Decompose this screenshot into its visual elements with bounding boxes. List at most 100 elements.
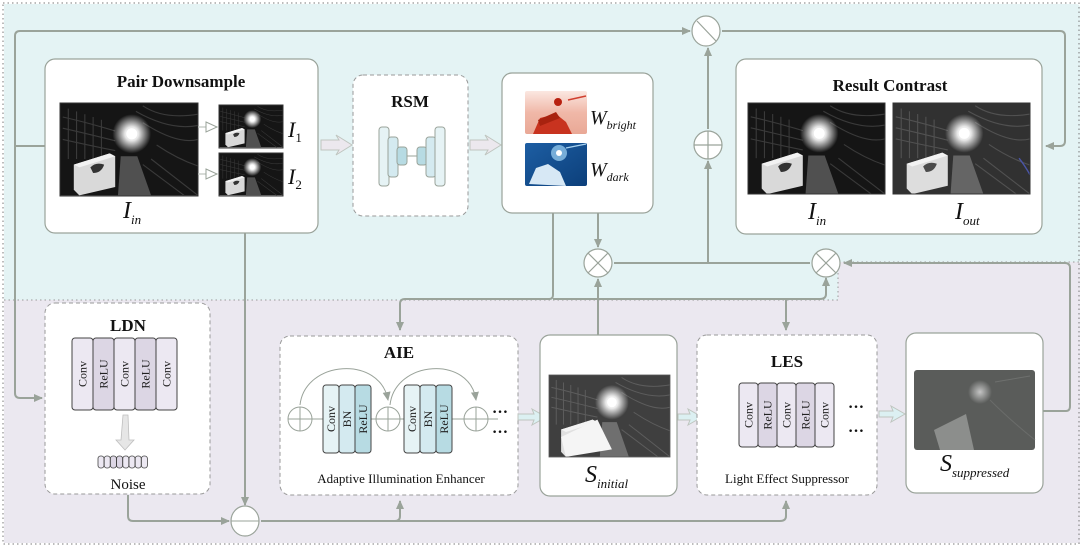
layer-conv (814, 382, 835, 448)
operator-nodes (230, 15, 841, 537)
layer-label: ReLU (97, 359, 111, 389)
result-output-image (892, 102, 1031, 195)
layer-conv (155, 337, 178, 411)
arrow-sinitial-to-les (677, 407, 704, 427)
layer-label: BN (340, 410, 354, 427)
aie-ellipsis-1: … (492, 400, 508, 417)
arrow-les-to-ssuppressed (878, 404, 907, 424)
weights-box: Wbright Wdark (501, 72, 654, 214)
rsm-box: RSM (352, 74, 469, 217)
result-iin-label: Iin (807, 199, 826, 228)
layer-label: BN (421, 410, 435, 427)
noise-cell (110, 455, 117, 469)
noise-label: Noise (111, 477, 146, 493)
ldn-title: LDN (110, 316, 147, 335)
result-contrast-title: Result Contrast (833, 76, 948, 95)
layer-label: Conv (160, 361, 174, 387)
s-initial-box: Sinitial (539, 334, 678, 497)
aie-skip-2 (389, 368, 479, 406)
arrow-pd-to-rsm (320, 134, 353, 156)
aie-skip-1 (299, 368, 391, 406)
aie-caption: Adaptive Illumination Enhancer (317, 471, 485, 486)
layer-label: ReLU (356, 404, 370, 434)
s-suppressed-box: Ssuppressed (905, 332, 1044, 494)
line-wbright-down (396, 213, 554, 331)
i1-label: I1 (287, 117, 302, 145)
ldn-box: LDN Conv ReLU Conv ReLU Conv Noise (44, 302, 211, 495)
unet-icon (378, 126, 446, 187)
line-ssupp-to-mult2 (843, 259, 1071, 412)
aie-add-node-3 (463, 406, 489, 432)
iin-label: Iin (122, 198, 141, 227)
line-input-to-ldn (14, 146, 43, 402)
arrow-aie-to-sinitial (517, 407, 548, 427)
noise-cell (140, 455, 148, 469)
layer-label: Conv (742, 402, 756, 428)
w-bright-map (525, 91, 587, 134)
line-bus (553, 277, 830, 300)
layer-label: ReLU (139, 359, 153, 389)
line-input-to-divide (14, 27, 691, 146)
les-ellipsis-1: … (848, 395, 864, 412)
pair-downsample-box: Pair Downsample I1 I2 Iin (44, 58, 319, 234)
add-node (693, 130, 723, 160)
downsample-image-2 (218, 152, 284, 196)
layer-label: Conv (818, 402, 832, 428)
w-dark-label: Wdark (590, 159, 629, 184)
line-concat-to-les (395, 500, 790, 522)
ldn-down-arrow (115, 414, 135, 451)
layer-relu (354, 384, 372, 454)
noise-cell (97, 455, 105, 469)
concat-node (230, 505, 260, 537)
input-image (59, 102, 199, 197)
noise-cell (103, 455, 111, 469)
line-noise-to-concat (127, 495, 230, 525)
aie-ellipsis-2: … (492, 420, 508, 437)
noise-vector (97, 455, 148, 469)
divide-node (691, 15, 721, 47)
aie-add-node-2 (375, 406, 401, 432)
result-iout-label: Iout (954, 199, 980, 228)
result-contrast-box: Result Contrast Iin Iout (735, 58, 1043, 235)
line-divide-to-result (722, 30, 1066, 150)
layer-label: ReLU (799, 400, 813, 430)
w-dark-map (525, 143, 587, 186)
s-suppressed-label: Ssuppressed (940, 451, 1010, 480)
aie-add-node-1 (287, 406, 313, 432)
noise-cell (134, 455, 142, 469)
w-bright-label: Wbright (590, 107, 637, 132)
noise-cell (122, 455, 130, 469)
layer-label: Conv (76, 361, 90, 387)
arrow-rsm-to-w (469, 134, 502, 156)
ldn-layer-stack: Conv ReLU Conv ReLU Conv (71, 337, 178, 411)
downsample-image-1 (218, 104, 284, 148)
noise-cell (116, 455, 123, 469)
rsm-title: RSM (391, 92, 429, 111)
les-title: LES (771, 352, 803, 371)
result-input-image (747, 102, 886, 195)
layer-label: Conv (118, 361, 132, 387)
connections (14, 27, 1071, 525)
les-ellipsis-2: … (848, 419, 864, 436)
layer-label: ReLU (437, 404, 451, 434)
s-initial-image (548, 374, 671, 458)
multiply-node-1 (583, 248, 613, 278)
s-initial-label: Sinitial (585, 462, 628, 491)
pair-downsample-title: Pair Downsample (117, 72, 246, 91)
layer-relu (435, 384, 453, 454)
s-suppressed-image (914, 370, 1036, 450)
aie-title: AIE (384, 343, 414, 362)
noise-cell (128, 455, 136, 469)
layer-label: Conv (780, 402, 794, 428)
i2-label: I2 (287, 164, 302, 192)
layer-label: Conv (405, 406, 419, 432)
les-caption: Light Effect Suppressor (725, 471, 850, 486)
multiply-node-2 (811, 248, 841, 278)
